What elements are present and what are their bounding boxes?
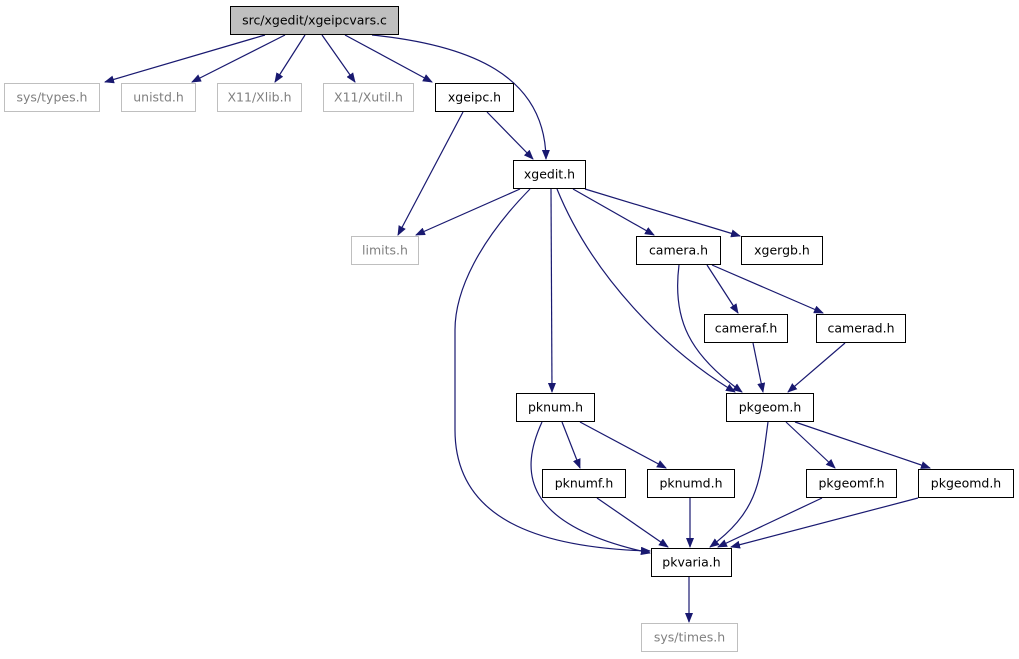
node-box-camerad bbox=[816, 314, 906, 343]
node-label-cameraf: cameraf.h bbox=[715, 321, 778, 336]
node-label-xlib: X11/Xlib.h bbox=[227, 90, 291, 105]
edge-xgeipc-to-limits bbox=[397, 111, 464, 236]
edge-pkgeom-to-pkgeomf bbox=[785, 421, 836, 469]
edge-xgedit-to-pkvaria bbox=[454, 188, 651, 555]
node-xgedit[interactable]: xgedit.h bbox=[513, 160, 586, 189]
node-label-pknum: pknum.h bbox=[528, 400, 583, 415]
edge-pkgeom-to-pkgeomd bbox=[794, 421, 931, 469]
node-box-pknum bbox=[516, 393, 595, 422]
node-label-xutil: X11/Xutil.h bbox=[334, 90, 403, 105]
node-box-unistd bbox=[121, 83, 196, 112]
node-box-camera bbox=[636, 236, 721, 265]
node-limits: limits.h bbox=[351, 236, 419, 265]
node-label-pknumf: pknumf.h bbox=[555, 476, 614, 491]
node-box-xgergb bbox=[741, 236, 823, 265]
node-box-xlib bbox=[217, 83, 302, 112]
node-cameraf[interactable]: cameraf.h bbox=[704, 314, 788, 343]
edge-pknum-to-pkvaria bbox=[530, 421, 651, 556]
node-pknumd[interactable]: pknumd.h bbox=[647, 469, 735, 498]
node-label-pkgeomf: pkgeomf.h bbox=[818, 476, 884, 491]
node-box-xgeipc bbox=[435, 83, 514, 112]
edge-xgeipc-to-xgedit bbox=[486, 111, 534, 160]
node-box-root bbox=[230, 6, 399, 35]
node-box-sys-types bbox=[4, 83, 100, 112]
node-pknum[interactable]: pknum.h bbox=[516, 393, 595, 422]
edge-camera-to-camerad bbox=[711, 264, 824, 314]
node-pknumf[interactable]: pknumf.h bbox=[542, 469, 626, 498]
edge-camera-to-pkgeom bbox=[676, 264, 743, 393]
node-xutil: X11/Xutil.h bbox=[323, 83, 414, 112]
edge-root-to-sys-types bbox=[104, 34, 266, 84]
node-unistd: unistd.h bbox=[121, 83, 196, 112]
edge-xgedit-to-pknum bbox=[547, 188, 556, 393]
node-label-xgedit: xgedit.h bbox=[524, 167, 575, 182]
node-label-pkgeomd: pkgeomd.h bbox=[931, 476, 1001, 491]
edge-root-to-xlib bbox=[274, 34, 306, 83]
node-label-xgeipc: xgeipc.h bbox=[448, 90, 501, 105]
node-box-cameraf bbox=[704, 314, 788, 343]
node-xgeipc[interactable]: xgeipc.h bbox=[435, 83, 514, 112]
edge-root-to-xutil bbox=[321, 34, 356, 83]
node-label-limits: limits.h bbox=[362, 243, 408, 258]
edges-layer bbox=[104, 34, 931, 623]
node-pkvaria[interactable]: pkvaria.h bbox=[651, 548, 732, 577]
node-box-pknumf bbox=[542, 469, 626, 498]
node-camerad[interactable]: camerad.h bbox=[816, 314, 906, 343]
node-sys-times: sys/times.h bbox=[641, 623, 738, 652]
edge-root-to-xgedit bbox=[371, 34, 550, 160]
node-root[interactable]: src/xgedit/xgeipcvars.c bbox=[230, 6, 399, 35]
node-box-limits bbox=[351, 236, 419, 265]
edge-pknum-to-pknumd bbox=[579, 421, 667, 469]
node-box-xutil bbox=[323, 83, 414, 112]
node-label-sys-times: sys/times.h bbox=[654, 630, 725, 645]
node-pkgeomd[interactable]: pkgeomd.h bbox=[918, 469, 1014, 498]
edge-xgedit-to-pkgeom bbox=[556, 188, 736, 393]
edge-cameraf-to-pkgeom bbox=[752, 342, 766, 393]
edge-pkgeomd-to-pkvaria bbox=[730, 497, 919, 549]
nodes-layer: src/xgedit/xgeipcvars.c sys/types.h unistd… bbox=[4, 6, 1014, 652]
edge-root-to-xgeipc bbox=[344, 34, 433, 83]
node-box-sys-times bbox=[641, 623, 738, 652]
node-pkgeom[interactable]: pkgeom.h bbox=[726, 393, 814, 422]
edge-pknumf-to-pkvaria bbox=[596, 497, 669, 548]
edge-camerad-to-pkgeom bbox=[787, 342, 846, 393]
node-box-pkgeom bbox=[726, 393, 814, 422]
edge-camera-to-cameraf bbox=[706, 264, 739, 314]
node-xlib: X11/Xlib.h bbox=[217, 83, 302, 112]
node-box-pkgeomd bbox=[918, 469, 1014, 498]
edge-xgedit-to-xgergb bbox=[584, 188, 741, 238]
node-box-pkvaria bbox=[651, 548, 732, 577]
edge-xgedit-to-camera bbox=[572, 188, 655, 236]
node-camera[interactable]: camera.h bbox=[636, 236, 721, 265]
edge-xgedit-to-limits bbox=[415, 188, 521, 236]
node-pkgeomf[interactable]: pkgeomf.h bbox=[806, 469, 897, 498]
node-label-sys-types: sys/types.h bbox=[17, 90, 88, 105]
node-xgergb[interactable]: xgergb.h bbox=[741, 236, 823, 265]
edge-pknum-to-pknumf bbox=[561, 421, 581, 469]
node-box-xgedit bbox=[513, 160, 586, 189]
node-sys-types: sys/types.h bbox=[4, 83, 100, 112]
node-label-pkgeom: pkgeom.h bbox=[739, 400, 802, 415]
node-label-xgergb: xgergb.h bbox=[754, 243, 810, 258]
node-label-camera: camera.h bbox=[649, 243, 708, 258]
node-label-unistd: unistd.h bbox=[133, 90, 184, 105]
edge-root-to-unistd bbox=[191, 34, 286, 83]
node-label-root: src/xgedit/xgeipcvars.c bbox=[242, 13, 387, 28]
edge-pkgeomf-to-pkvaria bbox=[717, 497, 823, 548]
edge-pkgeom-to-pkvaria bbox=[709, 421, 769, 548]
node-label-pknumd: pknumd.h bbox=[659, 476, 722, 491]
node-label-camerad: camerad.h bbox=[827, 321, 894, 336]
node-box-pknumd bbox=[647, 469, 735, 498]
node-box-pkgeomf bbox=[806, 469, 897, 498]
node-label-pkvaria: pkvaria.h bbox=[662, 555, 720, 570]
